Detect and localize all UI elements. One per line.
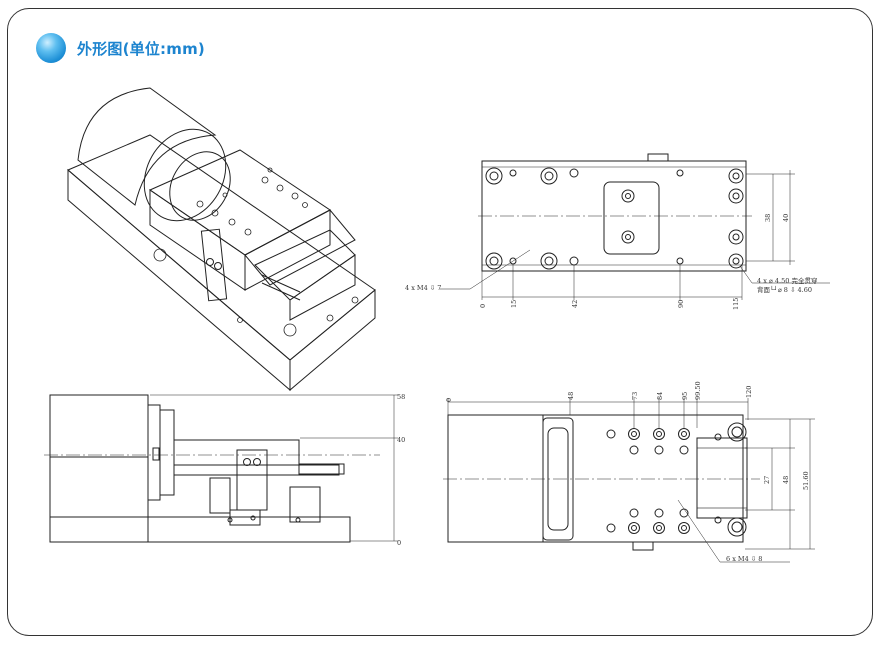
callout-top-left: 4 x M4 ⇩ 7 bbox=[405, 284, 441, 292]
dim-side-40: 40 bbox=[397, 436, 405, 444]
blue-sphere-icon bbox=[36, 33, 66, 63]
dim-bottom-48: 48 bbox=[567, 392, 575, 400]
callout-bottom: 6 x M4 ⇩ 8 bbox=[726, 555, 762, 563]
dim-bottom-120: 120 bbox=[745, 386, 753, 398]
top-plan-view bbox=[440, 153, 830, 300]
callout-top-right-1: 4 x ⌀ 4.50 完全贯穿 bbox=[757, 276, 817, 285]
dim-top-15: 15 bbox=[510, 300, 518, 308]
dim-top-40: 40 bbox=[782, 214, 790, 222]
dim-bottom-99-50: 99.50 bbox=[694, 381, 702, 400]
dim-bottom-27: 27 bbox=[763, 476, 771, 484]
bottom-plan-view bbox=[443, 398, 815, 563]
dim-bottom-73: 73 bbox=[631, 392, 639, 400]
dim-top-0: 0 bbox=[479, 304, 487, 308]
dim-bottom-0: 0 bbox=[445, 398, 453, 402]
dim-top-90: 90 bbox=[677, 300, 685, 308]
dim-side-0: 0 bbox=[397, 539, 401, 547]
dim-top-115: 115 bbox=[732, 298, 740, 310]
section-title: 外形图(单位:mm) bbox=[77, 39, 205, 58]
callout-top-right-2: 背面└┘⌀ 8 ⇩ 4.60 bbox=[757, 285, 812, 294]
dim-bottom-95: 95 bbox=[681, 392, 689, 400]
dim-top-38: 38 bbox=[764, 214, 772, 222]
dim-bottom-84: 84 bbox=[656, 392, 664, 400]
dim-bottom-48v: 48 bbox=[782, 476, 790, 484]
dim-top-42: 42 bbox=[571, 300, 579, 308]
side-elevation-view bbox=[44, 394, 398, 543]
section-header: 外形图(单位:mm) bbox=[36, 33, 205, 63]
dim-side-58: 58 bbox=[397, 393, 405, 401]
dim-bottom-51-60: 51.60 bbox=[802, 471, 810, 490]
isometric-view bbox=[67, 87, 376, 392]
